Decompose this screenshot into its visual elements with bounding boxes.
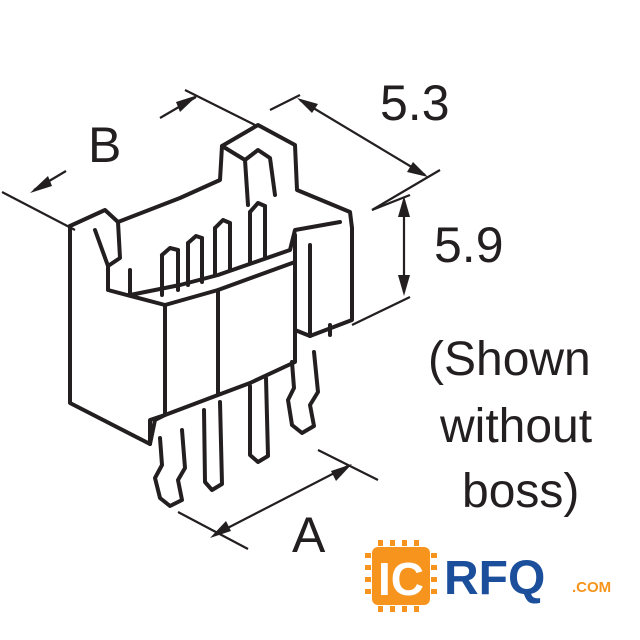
dim-a-extension-left bbox=[177, 511, 249, 550]
leg-3 bbox=[248, 376, 270, 464]
arrow-a-right bbox=[331, 464, 352, 481]
label-a: A bbox=[292, 507, 326, 563]
housing-right-block bbox=[293, 226, 354, 338]
arrow-depth-bottom bbox=[407, 162, 428, 177]
pin-inner-1 bbox=[160, 246, 180, 297]
label-depth: 5.3 bbox=[380, 75, 450, 131]
icrfq-logo: IC RFQ .COM bbox=[365, 540, 611, 612]
arrow-depth-top bbox=[297, 98, 318, 113]
note-line-2: without bbox=[439, 400, 592, 453]
dim-a-extension-right bbox=[317, 449, 379, 481]
dimension-arrows bbox=[30, 95, 428, 538]
leg-2 bbox=[202, 400, 224, 492]
dim-b-extension-right bbox=[184, 89, 256, 126]
note-line-1: (Shown bbox=[428, 333, 591, 386]
housing-top-rim bbox=[116, 123, 354, 230]
housing-left-ear bbox=[68, 208, 167, 307]
arrow-height-top bbox=[398, 196, 410, 217]
pin-inner-3 bbox=[213, 218, 232, 277]
connector-outline bbox=[68, 123, 354, 508]
label-b: B bbox=[88, 117, 121, 173]
dim-depth-line bbox=[299, 99, 426, 176]
dim-depth-extension-right bbox=[371, 169, 441, 211]
logo-com: .COM bbox=[572, 579, 611, 596]
logo-rfq: RFQ bbox=[444, 552, 545, 605]
pin-inner-4 bbox=[248, 201, 267, 264]
arrow-height-bottom bbox=[398, 275, 410, 296]
arrow-b-left bbox=[30, 176, 52, 193]
dim-b-extension-left bbox=[1, 191, 76, 231]
pin-inner-2 bbox=[186, 234, 204, 287]
housing-front bbox=[68, 224, 167, 446]
leg-4 bbox=[286, 350, 320, 435]
arrow-b-right bbox=[176, 95, 198, 112]
dim-height-extension-bottom bbox=[351, 296, 411, 326]
note-line-3: boss) bbox=[462, 465, 579, 518]
dim-depth-extension-left bbox=[269, 94, 301, 111]
arrow-a-left bbox=[210, 521, 231, 538]
logo-ic: IC bbox=[378, 553, 424, 605]
dimension-lines bbox=[1, 89, 441, 550]
leg-1 bbox=[153, 428, 187, 508]
chip-icon: IC bbox=[365, 540, 437, 612]
dim-a-line bbox=[213, 465, 349, 536]
label-height: 5.9 bbox=[434, 217, 504, 273]
